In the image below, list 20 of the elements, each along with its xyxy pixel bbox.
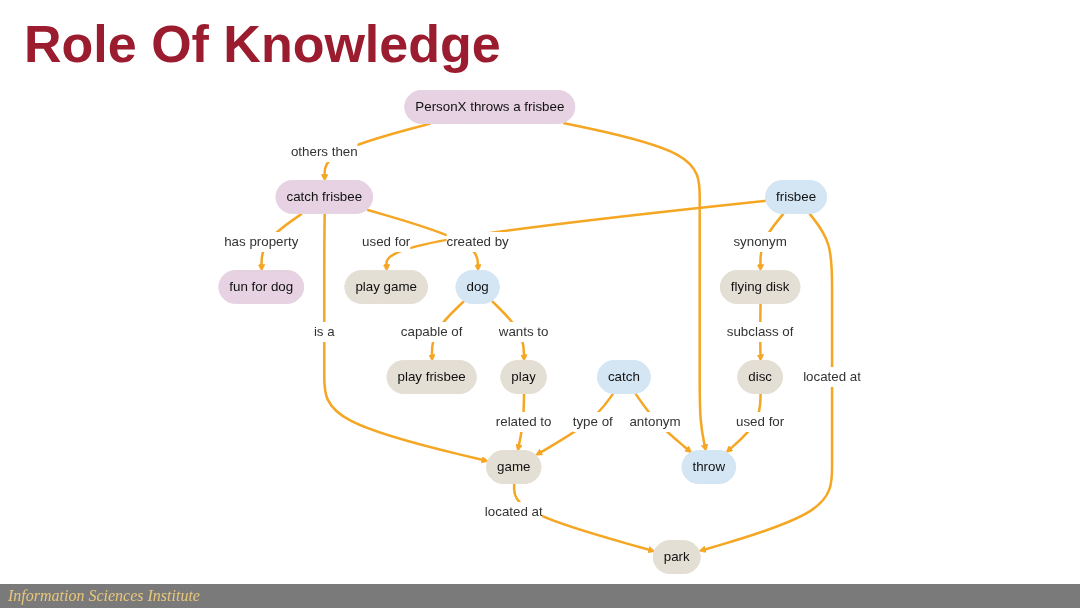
- arrow: [535, 392, 615, 456]
- edge-label: has property: [224, 234, 299, 249]
- edge-label: related to: [495, 414, 552, 429]
- slide-title: Role Of Knowledge: [24, 14, 501, 74]
- arrow: [382, 199, 767, 272]
- edge-label: subclass of: [726, 324, 794, 339]
- edge-label: created by: [446, 234, 509, 249]
- edge-label: synonym: [733, 234, 787, 249]
- edge-label: used for: [736, 414, 785, 429]
- footer-text: Information Sciences Institute: [8, 587, 200, 605]
- edge-label: is a: [313, 324, 335, 339]
- edge-label: used for: [362, 234, 411, 249]
- edge-label: located at: [484, 504, 543, 519]
- edge-label: antonym: [629, 414, 681, 429]
- edge-label: wants to: [498, 324, 549, 339]
- arrow: [323, 213, 489, 464]
- edge-label: capable of: [400, 324, 463, 339]
- edge-label: others then: [290, 144, 358, 159]
- edge-label: type of: [572, 414, 613, 429]
- edge-label: located at: [803, 369, 861, 384]
